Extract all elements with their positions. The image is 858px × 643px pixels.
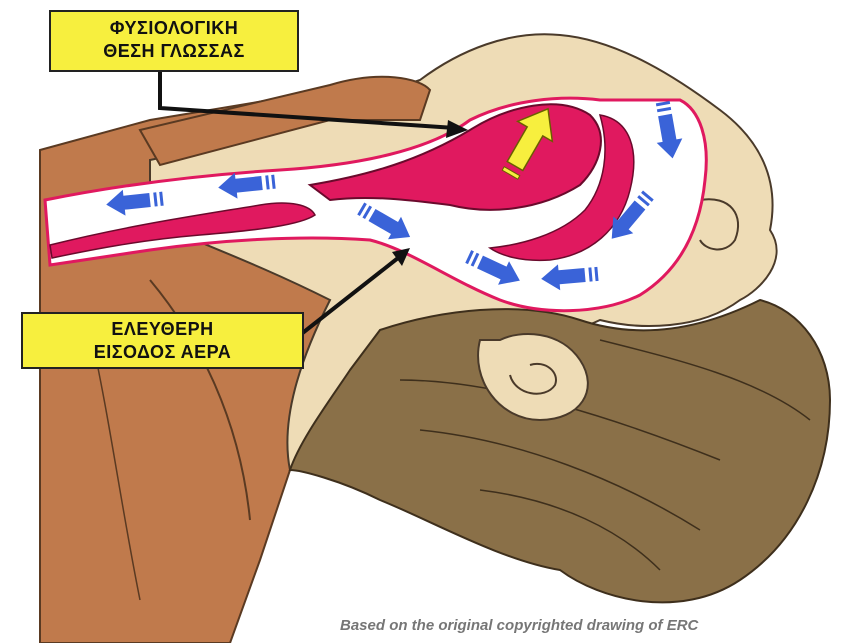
tongue-position-label: ΦΥΣΙΟΛΟΓΙΚΗ ΘΕΣΗ ΓΛΩΣΣΑΣ xyxy=(49,10,299,72)
free-air-entry-label-line: ΕΛΕΥΘΕΡΗ xyxy=(23,318,302,341)
free-air-entry-label: ΕΛΕΥΘΕΡΗ ΕΙΣΟΔΟΣ ΑΕΡΑ xyxy=(21,312,304,369)
image-credit: Based on the original copyrighted drawin… xyxy=(340,617,858,634)
free-air-entry-label-line: ΕΙΣΟΔΟΣ ΑΕΡΑ xyxy=(23,341,302,364)
tongue-position-label-line: ΘΕΣΗ ΓΛΩΣΣΑΣ xyxy=(51,40,297,63)
tongue-position-label-line: ΦΥΣΙΟΛΟΓΙΚΗ xyxy=(51,17,297,40)
